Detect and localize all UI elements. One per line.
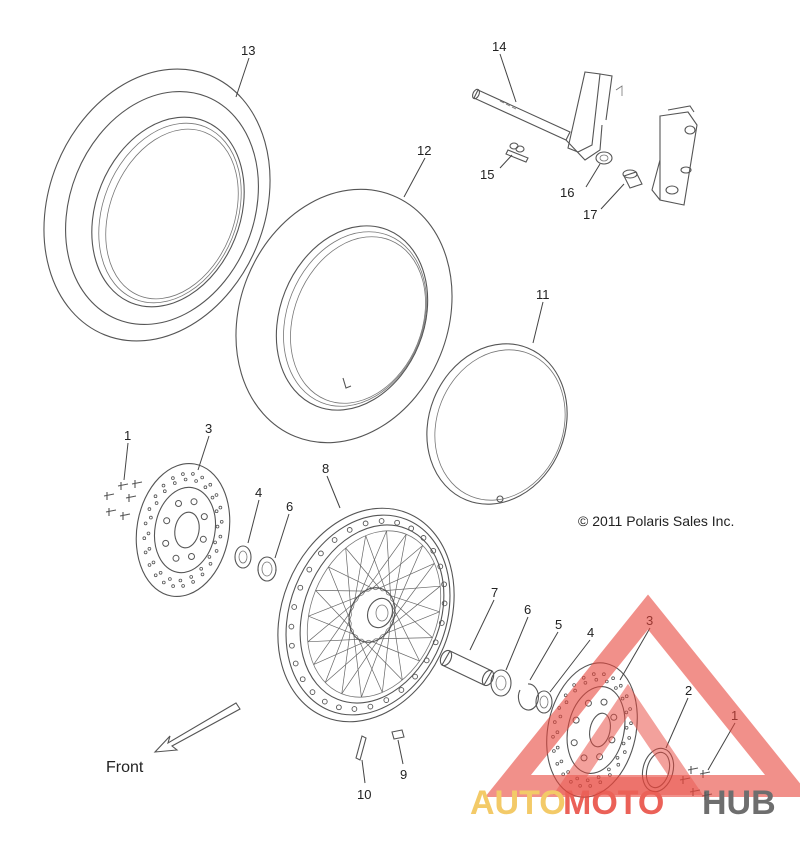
callout-6: 6 bbox=[524, 602, 531, 617]
watermark-logo-icon bbox=[485, 594, 800, 797]
callout-6: 6 bbox=[286, 499, 293, 514]
wheel-weight-9 bbox=[391, 729, 405, 740]
callout-4: 4 bbox=[587, 625, 594, 640]
callout-17: 17 bbox=[583, 207, 597, 222]
callout-1: 1 bbox=[124, 428, 131, 443]
callout-16: 16 bbox=[560, 185, 574, 200]
callout-2: 2 bbox=[685, 683, 692, 698]
rim-band-11 bbox=[426, 343, 568, 505]
bearing-left-4 bbox=[234, 545, 252, 569]
valve-10 bbox=[355, 735, 367, 761]
circlip-5 bbox=[517, 683, 539, 711]
seal-left-6 bbox=[257, 556, 277, 582]
callout-14: 14 bbox=[492, 39, 506, 54]
disc-bolts-left-1 bbox=[103, 480, 143, 520]
axle-spacer-7 bbox=[439, 649, 495, 687]
leader-lines bbox=[123, 53, 736, 784]
watermark-text-hub: HUB bbox=[702, 784, 776, 822]
front-label: Front bbox=[106, 759, 144, 776]
fork-assembly bbox=[472, 71, 698, 206]
seal-right-6 bbox=[490, 669, 512, 697]
watermark: AUTO MOTO HUB bbox=[470, 594, 800, 822]
callout-13: 13 bbox=[241, 43, 255, 58]
callout-labels: 1 3 4 6 8 7 6 5 4 3 2 1 9 10 11 12 13 14… bbox=[124, 39, 738, 802]
bearing-right-4 bbox=[535, 690, 553, 714]
callout-5: 5 bbox=[555, 617, 562, 632]
watermark-text-moto: MOTO bbox=[563, 784, 664, 822]
callout-4: 4 bbox=[255, 485, 262, 500]
callout-7: 7 bbox=[491, 585, 498, 600]
front-arrow bbox=[153, 702, 241, 753]
spoked-wheel-8 bbox=[277, 507, 455, 723]
callout-8: 8 bbox=[322, 461, 329, 476]
copyright-text: © 2011 Polaris Sales Inc. bbox=[578, 513, 734, 529]
callout-10: 10 bbox=[357, 787, 371, 802]
callout-3: 3 bbox=[205, 421, 212, 436]
callout-9: 9 bbox=[400, 767, 407, 782]
callout-12: 12 bbox=[417, 143, 431, 158]
watermark-text-auto: AUTO bbox=[470, 784, 566, 822]
callout-15: 15 bbox=[480, 167, 494, 182]
tube-12 bbox=[235, 188, 453, 444]
callout-11: 11 bbox=[536, 287, 550, 302]
tire-13 bbox=[43, 68, 271, 342]
brake-disc-left-3 bbox=[135, 462, 231, 598]
